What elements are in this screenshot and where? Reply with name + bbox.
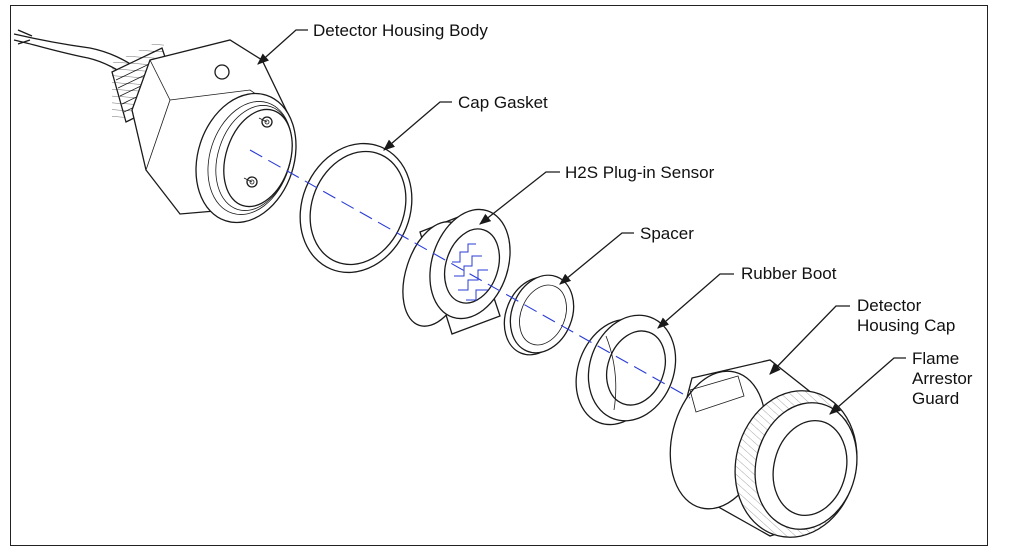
- label-flame-guard-line3: Guard: [912, 389, 960, 408]
- label-spacer: Spacer: [640, 224, 694, 243]
- cap-gasket-drawing: [299, 142, 413, 274]
- label-housing-cap: Detector Housing Cap: [857, 296, 955, 336]
- diagram-border: [10, 5, 988, 546]
- label-flame-guard-line2: Arrestor: [912, 369, 973, 388]
- rubber-boot-drawing: [575, 314, 677, 426]
- label-detector-housing-body: Detector Housing Body: [313, 21, 488, 40]
- label-housing-cap-line2: Housing Cap: [857, 316, 956, 335]
- label-h2s-sensor: H2S Plug-in Sensor: [565, 163, 715, 182]
- label-flame-guard-line1: Flame: [912, 349, 960, 368]
- leader-lines: [257, 29, 906, 415]
- assembly-axis: [249, 149, 691, 399]
- detector-housing-cap-drawing: [669, 359, 858, 538]
- spacer-drawing: [503, 274, 575, 356]
- label-housing-cap-line1: Detector: [857, 296, 922, 315]
- label-flame-arrestor-guard: Flame Arrestor Guard: [912, 349, 972, 409]
- detector-housing-body-drawing: [111, 38, 297, 224]
- label-cap-gasket: Cap Gasket: [458, 93, 548, 112]
- h2s-sensor-drawing: [402, 208, 511, 335]
- label-rubber-boot: Rubber Boot: [741, 264, 837, 283]
